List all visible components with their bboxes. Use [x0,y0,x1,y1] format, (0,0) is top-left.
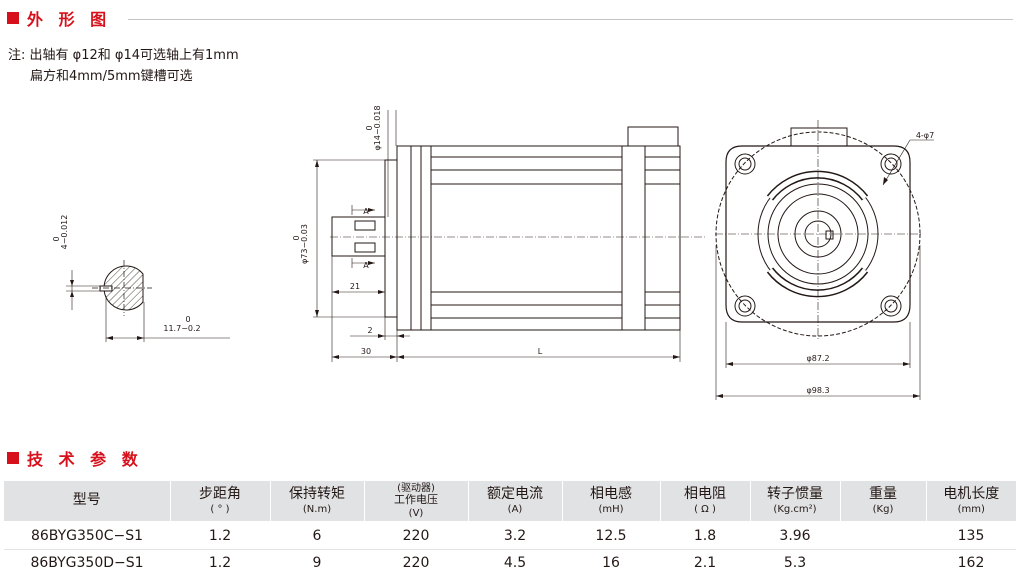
tech-section-title: 技 术 参 数 [27,450,143,469]
section-label-top: A [363,207,369,216]
cell-length: 162 [926,549,1016,576]
dim-98: φ98.3 [806,386,829,395]
dim-30: 30 [361,347,371,356]
cell-holding-torque: 6 [270,521,364,550]
red-square-icon [7,12,19,24]
flat-dim-top: 0 [185,315,190,324]
cell-model: 86BYG350C−S1 [4,521,170,550]
section-divider [128,19,1013,20]
cell-length: 135 [926,521,1016,550]
col-header-resistance: 相电阻( Ω ) [660,481,751,522]
col-header-weight: 重量(Kg) [840,481,927,522]
col-header-holding-torque: 保持转矩(N.m) [270,481,365,522]
dim-87: φ87.2 [806,354,829,363]
col-header-model: 型号 [4,481,171,522]
col-header-inductance: 相电感(mH) [562,481,661,522]
note-line-2: 扁方和4mm/5mm键槽可选 [30,69,193,84]
cell-weight [840,549,926,576]
col-header-inertia: 转子惯量(Kg.cm²) [750,481,841,522]
pilot-dia-top: 0 [292,235,301,240]
col-header-length: 电机长度(mm) [926,481,1016,522]
cell-model: 86BYG350D−S1 [4,549,170,576]
hole-label: 4-φ7 [916,131,934,140]
motor-outline-drawing: 0 4−0.012 0 11.7−0.2 [52,105,934,400]
cell-holding-torque: 9 [270,549,364,576]
cell-step-angle: 1.2 [170,549,270,576]
flat-dim-label: 11.7−0.2 [163,324,200,333]
table-header-row: 型号 步距角( ° ) 保持转矩(N.m) (驱动器)工作电压(V) 额定电流(… [4,481,1016,522]
dim-2: 2 [367,326,372,335]
cell-inductance: 12.5 [562,521,660,550]
shaft-dia-label: φ14−0.018 [373,105,382,150]
spec-table: 型号 步距角( ° ) 保持转矩(N.m) (驱动器)工作电压(V) 额定电流(… [4,481,1016,576]
outline-section-header: 外 形 图 [7,6,111,30]
cell-inertia: 3.96 [750,521,840,550]
dim-L: L [538,347,543,356]
table-row: 86BYG350D−S1 1.2 9 220 4.5 16 2.1 5.3 16… [4,549,1016,576]
col-header-voltage: (驱动器)工作电压(V) [364,481,469,522]
cell-weight [840,521,926,550]
red-square-icon [7,452,19,464]
outline-section-title: 外 形 图 [27,10,112,29]
col-header-current: 额定电流(A) [468,481,563,522]
key-dim-top: 0 [52,236,61,241]
front-view-arrows [716,177,920,398]
motor-side-view [313,110,705,362]
cell-current: 4.5 [468,549,562,576]
tech-section-header: 技 术 参 数 [7,446,143,470]
cell-voltage: 220 [364,549,468,576]
pilot-dia-label: φ73−0.03 [300,224,309,264]
motor-front-view [715,120,934,400]
cell-step-angle: 1.2 [170,521,270,550]
side-view-arrows [315,160,680,359]
cell-inductance: 16 [562,549,660,576]
shaft-cross-section [66,260,230,342]
cell-resistance: 1.8 [660,521,750,550]
key-dim-label: 4−0.012 [60,215,69,250]
dim-21: 21 [350,282,360,291]
cell-inertia: 5.3 [750,549,840,576]
table-row: 86BYG350C−S1 1.2 6 220 3.2 12.5 1.8 3.96… [4,521,1016,550]
cell-resistance: 2.1 [660,549,750,576]
note-line-1: 注: 出轴有 φ12和 φ14可选轴上有1mm [8,48,239,63]
col-header-step-angle: 步距角( ° ) [170,481,271,522]
section-label-bottom: A [363,261,369,270]
shaft-dia-top: 0 [365,125,374,130]
cell-current: 3.2 [468,521,562,550]
cell-voltage: 220 [364,521,468,550]
